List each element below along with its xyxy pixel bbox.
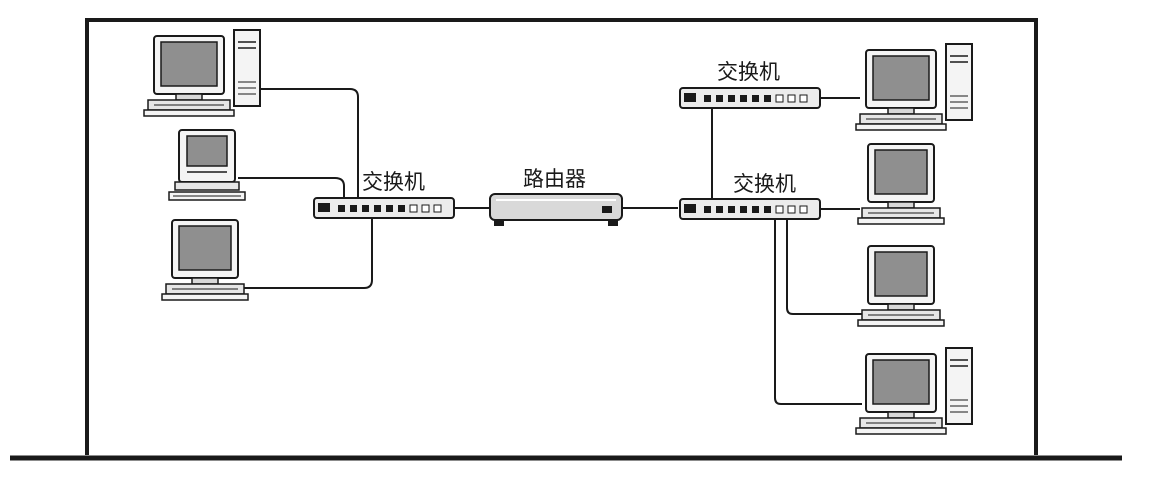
compact-desktop-computer-icon bbox=[168, 129, 246, 201]
desktop-computer-with-tower-icon bbox=[855, 347, 973, 435]
router-icon bbox=[489, 193, 623, 226]
network-switch-right-mid-icon bbox=[679, 198, 821, 220]
desktop-computer-with-tower-icon bbox=[855, 43, 973, 131]
desktop-computer-icon bbox=[857, 143, 945, 225]
desktop-computer-with-tower-icon bbox=[143, 29, 261, 117]
cable-pc2-switch-left bbox=[238, 177, 345, 204]
network-switch-left-icon bbox=[313, 197, 455, 219]
cable-pc3-switch-left bbox=[236, 214, 373, 289]
router-label: 路由器 bbox=[523, 167, 586, 191]
switch-right-mid-label: 交换机 bbox=[733, 172, 796, 196]
switch-left-label: 交换机 bbox=[362, 170, 425, 194]
building-outline bbox=[85, 18, 1038, 455]
network-switch-right-top-icon bbox=[679, 87, 821, 109]
desktop-computer-icon bbox=[857, 245, 945, 327]
desktop-computer-icon bbox=[161, 219, 249, 301]
cable-pc1-switch-left bbox=[257, 88, 359, 204]
cable-switch-mid-pc-bottom bbox=[774, 218, 862, 405]
cable-switch-mid-pc-lower bbox=[786, 218, 862, 315]
switch-right-top-label: 交换机 bbox=[717, 60, 780, 84]
cables bbox=[236, 88, 862, 405]
